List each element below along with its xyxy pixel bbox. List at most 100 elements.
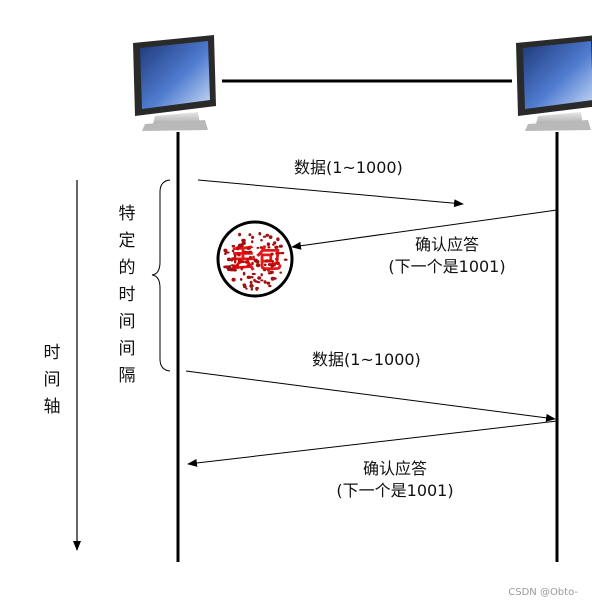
stamp-speckle (232, 265, 235, 269)
watermark: CSDN @Obto- (508, 587, 578, 598)
ack-label-1: 确认应答 (下一个是1001) (382, 234, 512, 277)
stamp-speckle (233, 253, 237, 258)
stamp-speckle (267, 263, 272, 266)
stamp-speckle (246, 247, 251, 250)
stamp-speckle (256, 246, 260, 249)
stamp-speckle (242, 283, 247, 287)
stamp-speckle (241, 260, 245, 264)
stamp-speckle (229, 269, 234, 272)
stamp-speckle (225, 266, 230, 269)
interval-brace (151, 179, 171, 372)
stamp-speckle (232, 257, 237, 261)
ack-label-1-line1: 确认应答 (414, 235, 479, 254)
stamp-speckle (269, 259, 272, 262)
stamp-speckle (226, 257, 232, 262)
lost-packet-stamp-text: 丢包 (230, 244, 282, 275)
data-arrow-1 (197, 179, 464, 208)
stamp-speckle (255, 287, 259, 291)
stamp-speckle (259, 246, 263, 249)
stamp-speckle (239, 243, 245, 246)
stamp-speckle (237, 254, 241, 257)
stamp-speckle (275, 261, 280, 265)
right-host-computer-icon (516, 35, 592, 131)
stamp-speckle (273, 241, 277, 245)
stamp-speckle (234, 259, 237, 264)
stamp-speckle (279, 251, 285, 255)
stamp-speckle (248, 233, 252, 237)
stamp-speckle (252, 255, 255, 258)
stamp-speckle (231, 249, 235, 253)
data-arrow-2 (185, 370, 556, 422)
stamp-speckle (265, 259, 269, 263)
lost-packet-stamp-icon: 丢包 (216, 220, 294, 298)
stamp-speckle (230, 259, 234, 262)
stamp-speckle (223, 248, 228, 253)
stamp-speckle (260, 279, 264, 282)
stamp-speckle (253, 278, 256, 282)
stamp-speckle (243, 250, 248, 255)
stamp-speckle (278, 244, 283, 248)
stamp-speckle (255, 259, 260, 264)
stamp-speckle (279, 271, 283, 274)
stamp-speckle (231, 244, 236, 248)
ack-label-2-line2: (下一个是1001) (336, 480, 454, 500)
ack-label-1-line2: (下一个是1001) (388, 256, 506, 276)
stamp-speckle (249, 280, 253, 285)
stamp-speckle (240, 267, 243, 271)
data-label-2: 数据(1~1000) (312, 350, 421, 369)
stamp-speckle (242, 271, 246, 276)
ack-arrow-2 (187, 420, 558, 467)
stamp-speckle (246, 264, 250, 267)
stamp-speckle (270, 262, 275, 267)
stamp-speckle (263, 263, 267, 267)
stamp-speckle (262, 269, 267, 272)
stamp-speckle (270, 252, 274, 256)
stamp-speckle (257, 276, 262, 280)
stamp-speckle (269, 270, 274, 273)
stamp-speckle (251, 261, 254, 266)
stamp-speckle (251, 235, 255, 239)
left-host-computer-icon (133, 35, 216, 131)
stamp-speckle (244, 260, 250, 264)
stamp-speckle (267, 269, 270, 272)
stamp-speckle (256, 263, 260, 266)
data-label-1: 数据(1~1000) (294, 158, 403, 177)
interval-label: 特定的时间间隔 (118, 204, 136, 386)
stamp-speckle (245, 287, 248, 290)
stamp-speckle (238, 232, 242, 237)
stamp-speckle (231, 277, 236, 282)
stamp-speckle (235, 264, 240, 268)
stamp-speckle (262, 235, 267, 238)
ack-arrow-1 (291, 209, 558, 250)
stamp-speckle (224, 252, 227, 256)
ack-label-2-line1: 确认应答 (362, 459, 427, 478)
stamp-speckle (268, 235, 273, 240)
stamp-speckle (250, 276, 254, 279)
stamp-speckle (283, 258, 288, 261)
stamp-speckle (251, 272, 256, 276)
stamp-speckle (265, 233, 270, 237)
stamp-speckle (274, 245, 279, 249)
stamp-speckle (267, 246, 271, 249)
stamp-speckle (274, 258, 279, 260)
stamp-speckle (266, 242, 271, 246)
time-axis-label: 时间轴 (43, 343, 61, 417)
stamp-speckle (256, 281, 261, 284)
stamp-speckle (251, 240, 254, 244)
stamp-speckle (249, 283, 254, 288)
stamp-speckle (241, 238, 246, 243)
stamp-speckle (263, 280, 267, 284)
stamp-speckle (246, 251, 250, 254)
stamp-speckle (270, 276, 275, 281)
stamp-speckle (236, 246, 239, 251)
ack-label-2: 确认应答 (下一个是1001) (330, 458, 460, 501)
stamp-speckle (258, 232, 262, 236)
stamp-speckle (237, 261, 242, 264)
stamp-speckle (276, 237, 280, 242)
stamp-speckle (276, 251, 281, 255)
stamp-speckle (248, 256, 253, 259)
stamp-speckle (250, 287, 253, 291)
stamp-speckle (268, 284, 272, 288)
stamp-speckle (246, 257, 250, 261)
